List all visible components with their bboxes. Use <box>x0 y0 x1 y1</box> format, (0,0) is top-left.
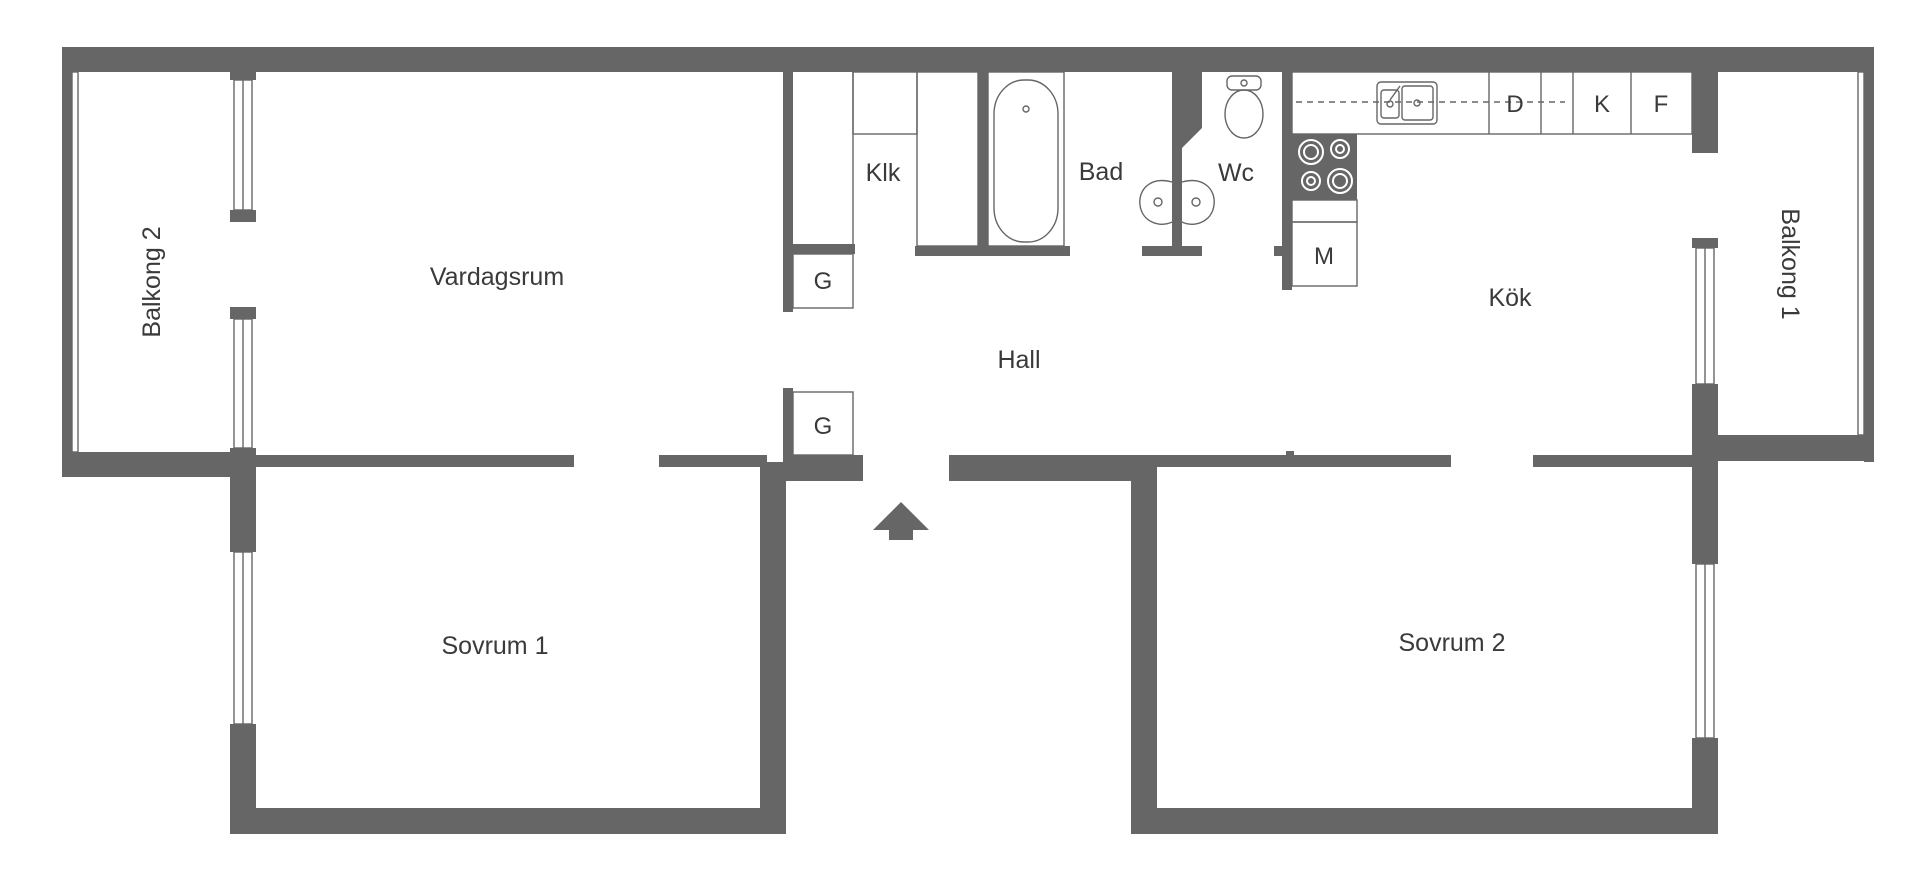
garderob-bottom: G <box>792 391 854 456</box>
microwave-label: M <box>1314 243 1334 270</box>
outer-walls <box>62 47 1874 834</box>
room-label-bad: Bad <box>1079 158 1123 186</box>
fridge-label: K <box>1594 91 1610 118</box>
sink-icon <box>1139 179 1215 225</box>
room-label-hall: Hall <box>997 346 1040 374</box>
inner-walls <box>256 72 1692 481</box>
stove-icon <box>1292 134 1357 200</box>
room-label-balkong2: Balkong 2 <box>138 226 166 337</box>
toilet-icon <box>1224 75 1264 139</box>
freezer-label: F <box>1654 91 1669 118</box>
room-label-vardagsrum: Vardagsrum <box>430 263 564 291</box>
room-label-wc: Wc <box>1218 159 1254 187</box>
garderob-bottom-label: G <box>814 413 833 440</box>
room-labels: Vardagsrum Hall Kök Sovrum 1 Sovrum 2 Ba… <box>138 158 1804 660</box>
windows <box>71 71 1865 739</box>
microwave: M <box>1291 199 1358 287</box>
bathtub-icon <box>987 71 1065 247</box>
garderob-top: G <box>792 253 854 309</box>
room-label-sovrum1: Sovrum 1 <box>442 632 549 660</box>
garderob-top-label: G <box>814 268 833 295</box>
room-label-balkong1: Balkong 1 <box>1776 208 1804 319</box>
klk-cabinets <box>852 71 979 247</box>
dishwasher-label: D <box>1506 91 1523 118</box>
room-label-kok: Kök <box>1488 284 1532 312</box>
room-label-sovrum2: Sovrum 2 <box>1399 629 1506 657</box>
entrance-arrow-icon <box>873 502 929 540</box>
room-label-klk: Klk <box>866 159 901 187</box>
kitchen-counter: D K F <box>1291 71 1693 135</box>
kitchen-sink-icon <box>1376 81 1438 125</box>
